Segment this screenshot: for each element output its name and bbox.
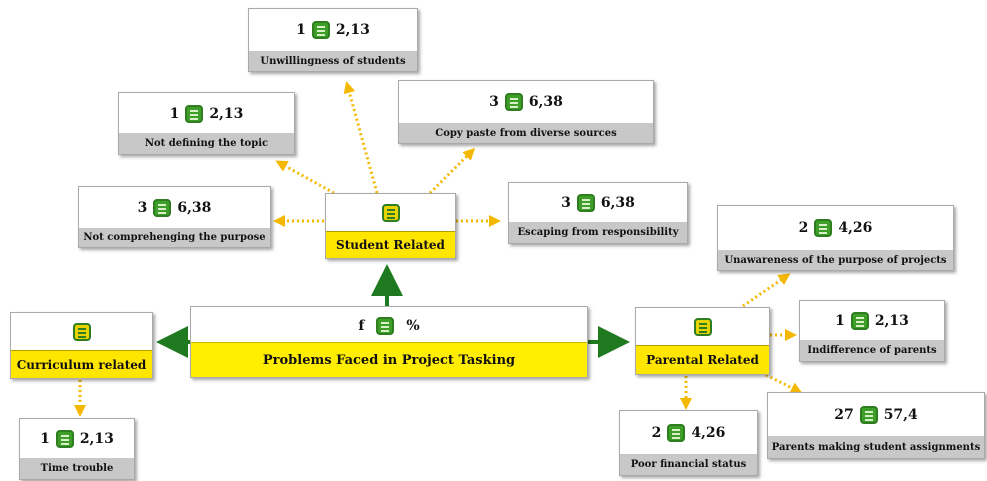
list-icon [814,219,833,237]
category-student-label: Student Related [326,231,455,258]
arrow-to-unawareness [742,273,791,308]
arrow-to-not-defining [275,160,335,195]
list-icon [311,21,330,39]
arrow-to-copy-paste [428,147,476,195]
central-node: f % Problems Faced in Project Tasking [190,306,588,378]
center-f-header: f [358,318,365,334]
list-icon [153,199,172,217]
category-parental: Parental Related [635,307,770,375]
center-pct-header: % [406,318,420,334]
arrow-to-parents-making [765,373,803,394]
arrow-to-unwillingness [343,81,379,194]
center-title: Problems Faced in Project Tasking [191,342,587,377]
list-icon [185,104,204,123]
list-icon [381,204,400,222]
list-icon [376,317,395,335]
category-student: Student Related [325,193,456,259]
list-icon [55,430,74,448]
list-icon [504,93,523,111]
list-icon [859,406,878,424]
list-icon [576,194,595,212]
category-curriculum: Curriculum related [10,312,153,379]
category-curriculum-label: Curriculum related [11,350,152,378]
list-icon [72,323,91,341]
category-parental-label: Parental Related [636,345,769,374]
list-icon [667,424,686,442]
list-icon [850,312,869,330]
list-icon [693,318,712,336]
